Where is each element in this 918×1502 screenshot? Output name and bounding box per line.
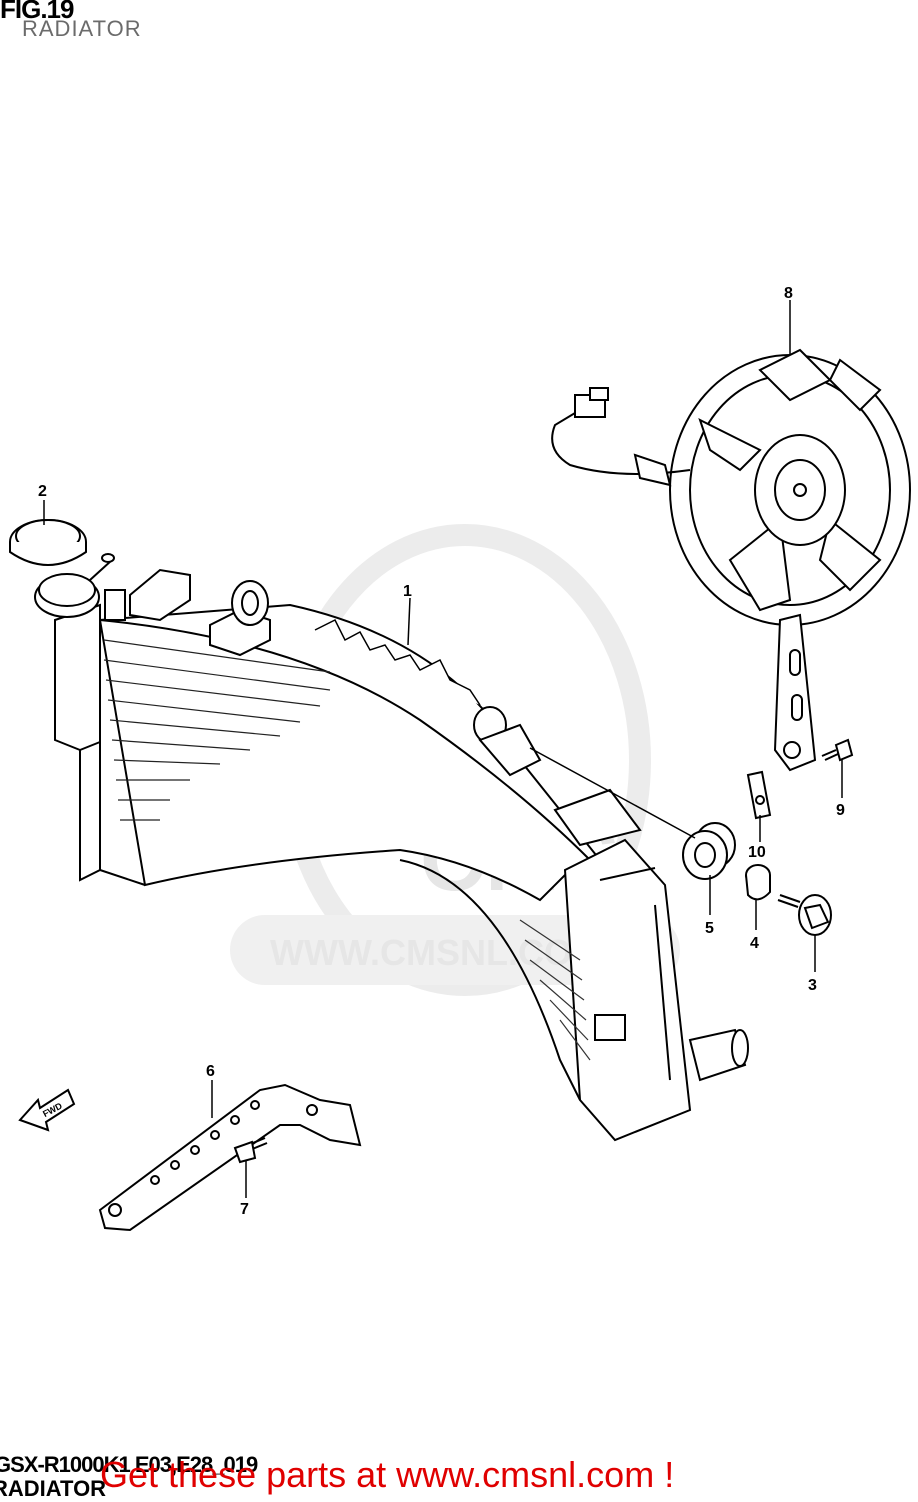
callout-5: 5: [705, 920, 714, 937]
callout-8: 8: [784, 285, 793, 302]
fwd-arrow-icon: FWD: [18, 1088, 76, 1132]
footer-promo-link[interactable]: Get these parts at www.cmsnl.com !: [100, 1454, 675, 1495]
grommet-part-5[interactable]: [682, 822, 736, 880]
watermark-url: WWW.CMSNL.COM: [270, 932, 602, 973]
radiator-right-tank: [563, 838, 749, 1142]
callout-numbers: 1 2 3 4 5 6 7 8 9 10: [38, 285, 845, 1218]
fan-wire-connector: [551, 387, 691, 487]
callout-4: 4: [750, 935, 759, 952]
nut-part-10[interactable]: [746, 770, 772, 820]
bolt-part-7[interactable]: [233, 1137, 268, 1164]
lower-bracket-part-6[interactable]: [98, 1083, 362, 1232]
figure-subtitle: RADIATOR: [22, 16, 142, 41]
radiator-cap[interactable]: [9, 519, 87, 566]
figure-title: FIG.19: [0, 0, 74, 24]
footer-section-name: RADIATOR: [0, 1476, 107, 1501]
callout-3: 3: [808, 977, 817, 994]
radiator-top-edge: [314, 618, 481, 706]
footer-model-code: GSX-R1000K1 E03,E28_019: [0, 1452, 258, 1477]
bolt-part-3[interactable]: [777, 894, 832, 936]
fan-bracket: [773, 613, 817, 772]
watermark-banner: [230, 915, 680, 985]
collar-part-4[interactable]: [745, 864, 771, 901]
leader-lines: [43, 300, 843, 1198]
callout-6: 6: [206, 1063, 215, 1080]
callout-1: 1: [403, 583, 412, 600]
radiator-core-fins: [399, 859, 591, 1101]
callout-10: 10: [748, 844, 766, 861]
callout-9: 9: [836, 802, 845, 819]
callout-2: 2: [38, 483, 47, 500]
radiator-filler-neck: [34, 553, 115, 618]
radiator-left-tank: [54, 589, 126, 882]
cooling-fan[interactable]: [669, 348, 911, 626]
bolt-part-9[interactable]: [821, 738, 854, 762]
radiator-upper-brackets: [129, 568, 642, 847]
callout-7: 7: [240, 1201, 249, 1218]
